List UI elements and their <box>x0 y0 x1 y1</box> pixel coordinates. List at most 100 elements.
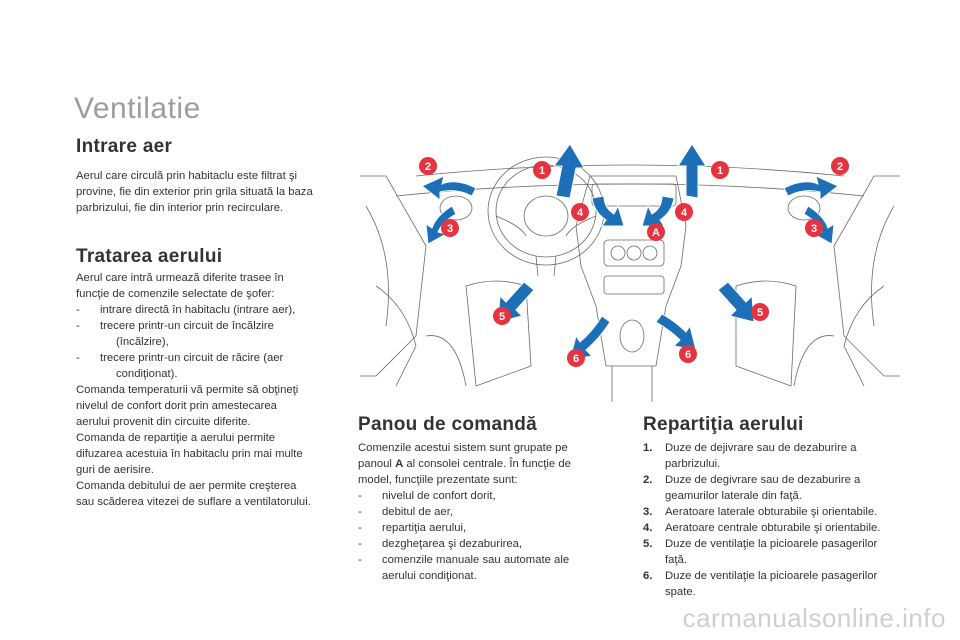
bullet-dash: - <box>76 304 80 316</box>
item-number: 4. <box>643 522 653 534</box>
text-line: funcţie de comenzile selectate de şofer: <box>76 288 275 300</box>
list-item: - intrare directă în habitaclu (intrare … <box>76 302 346 318</box>
arrow-center-vent-right <box>641 195 675 227</box>
text-line: Duze de ventilaţie la picioarele pasager… <box>665 538 878 550</box>
text-line: Aeratoare centrale obturabile şi orienta… <box>665 522 881 534</box>
text-line: panoul A al consolei centrale. În funcţi… <box>358 456 608 472</box>
text-line: comenzile manuale sau automate ale <box>382 554 570 566</box>
text-line: Duze de dejivrare sau de dezaburire a <box>665 442 857 454</box>
list-item: - trecere printr-un circuit de încălzire… <box>76 318 346 350</box>
list-item: 1. Duze de dejivrare sau de dezaburire a… <box>643 440 913 472</box>
list-item: - repartiţia aerului, <box>358 520 608 536</box>
list-item: 6. Duze de ventilaţie la picioarele pasa… <box>643 568 913 600</box>
item-number: 5. <box>643 538 653 550</box>
paragraph-panou-de-comanda: Comenzile acestui sistem sunt grupate pe… <box>358 440 608 584</box>
text-line: model, funcţiile prezentate sunt: <box>358 474 518 486</box>
callout-marker-5-left: 5 <box>493 307 511 325</box>
bullet-dash: - <box>358 554 362 566</box>
text-line: guri de aerisire. <box>76 464 154 476</box>
item-number: 3. <box>643 506 653 518</box>
marker-label: 6 <box>685 349 691 361</box>
callout-marker-5-right: 5 <box>751 303 769 321</box>
marker-label: 4 <box>681 207 688 219</box>
item-number: 2. <box>643 474 653 486</box>
marker-label: 3 <box>811 223 817 235</box>
callout-markers: 1 1 2 2 3 3 4 4 5 5 6 6 A <box>419 157 849 367</box>
marker-label: 2 <box>425 161 431 173</box>
marker-label: 5 <box>757 307 763 319</box>
text-line: repartiţia aerului, <box>382 522 467 534</box>
item-number: 6. <box>643 570 653 582</box>
bullet-dash: - <box>358 490 362 502</box>
list-item: - dezgheţarea şi dezaburirea, <box>358 536 608 552</box>
text-line: spate. <box>665 586 696 598</box>
arrow-side-vent-left <box>425 205 457 245</box>
text-line: aerului provenit din circuite diferite. <box>76 416 251 428</box>
text-fragment: panoul <box>358 458 396 470</box>
arrow-center-vent-left <box>591 195 625 227</box>
callout-marker-2-left: 2 <box>419 157 437 175</box>
text-line: nivelul de confort dorit prin amestecare… <box>76 400 277 412</box>
text-line: geamurilor laterale din faţă. <box>665 490 802 502</box>
text-line: parbrizului. <box>665 458 721 470</box>
paragraph-tratarea-aerului: Aerul care intră urmează diferite trasee… <box>76 270 346 510</box>
list-item: - trecere printr-un circuit de răcire (a… <box>76 350 346 382</box>
text-line: intrare directă în habitaclu (intrare ae… <box>100 304 296 316</box>
text-line: Duze de ventilaţie la picioarele pasager… <box>665 570 878 582</box>
dashboard-diagram: 1 1 2 2 3 3 4 4 5 5 6 6 A <box>360 143 900 402</box>
text-line: Comenzile acestui sistem sunt grupate pe <box>358 442 568 454</box>
text-line: dezgheţarea şi dezaburirea, <box>382 538 523 550</box>
item-number: 1. <box>643 442 653 454</box>
list-item: 3. Aeratoare laterale obturabile şi orie… <box>643 504 913 520</box>
callout-marker-4-right: 4 <box>675 203 693 221</box>
marker-label: 3 <box>447 223 453 235</box>
text-line: aerului condiţionat. <box>382 570 477 582</box>
text-line: sau scăderea vitezei de suflare a ventil… <box>76 496 311 508</box>
list-item: - comenzile manuale sau automate ale aer… <box>358 552 608 584</box>
callout-marker-3-left: 3 <box>441 219 459 237</box>
list-item: 2. Duze de degivrare sau de dezaburire a… <box>643 472 913 504</box>
text-line: trecere printr-un circuit de răcire (aer <box>100 352 284 364</box>
text-line: condiţionat). <box>116 368 178 380</box>
marker-label: 1 <box>539 165 545 177</box>
text-line: Duze de degivrare sau de dezaburire a <box>665 474 861 486</box>
heading-panou-de-comanda: Panou de comandă <box>358 414 538 435</box>
airflow-arrows <box>421 143 839 361</box>
callout-marker-1-left: 1 <box>533 161 551 179</box>
callout-marker-6-right: 6 <box>679 345 697 363</box>
text-fragment: al consolei centrale. În funcţie de <box>403 458 571 470</box>
panel-letter: A <box>395 458 404 470</box>
heading-tratarea-aerului: Tratarea aerului <box>76 246 223 267</box>
text-line: Aerul care circulă prin habitaclu este f… <box>76 170 298 182</box>
marker-label: 2 <box>837 161 843 173</box>
text-line: Aeratoare laterale obturabile şi orienta… <box>665 506 878 518</box>
callout-marker-A: A <box>647 223 665 241</box>
text-line: trecere printr-un circuit de încălzire <box>100 320 274 332</box>
list-repartitia-aerului: 1. Duze de dejivrare sau de dezaburire a… <box>643 440 913 600</box>
marker-label: 4 <box>577 207 584 219</box>
marker-label: 6 <box>573 353 579 365</box>
text-line: (încălzire), <box>116 336 169 348</box>
bullet-dash: - <box>76 320 80 332</box>
callout-marker-1-right: 1 <box>711 161 729 179</box>
bullet-dash: - <box>358 538 362 550</box>
text-line: Comanda de repartiţie a aerului permite <box>76 432 276 444</box>
heading-repartitia-aerului: Repartiţia aerului <box>643 414 804 435</box>
list-item: - nivelul de confort dorit, <box>358 488 608 504</box>
marker-label: 5 <box>499 311 505 323</box>
arrow-windshield-right <box>677 143 707 199</box>
page-title: Ventilatie <box>74 92 201 125</box>
arrow-foot-front-right <box>717 281 755 323</box>
text-line: debitul de aer, <box>382 506 453 518</box>
text-line: provine, fie din exterior prin grila sit… <box>76 186 313 198</box>
list-item: 4. Aeratoare centrale obturabile şi orie… <box>643 520 913 536</box>
arrow-side-window-right <box>783 175 839 202</box>
text-line: parbrizului, fie din interior prin recir… <box>76 202 284 214</box>
text-line: Comanda debitului de aer permite creşter… <box>76 480 297 492</box>
text-line: faţă. <box>665 554 687 566</box>
bullet-dash: - <box>358 506 362 518</box>
text-line: Aerul care intră urmează diferite trasee… <box>76 272 284 284</box>
bullet-dash: - <box>358 522 362 534</box>
marker-label: A <box>652 227 660 239</box>
list-item: 5. Duze de ventilaţie la picioarele pasa… <box>643 536 913 568</box>
